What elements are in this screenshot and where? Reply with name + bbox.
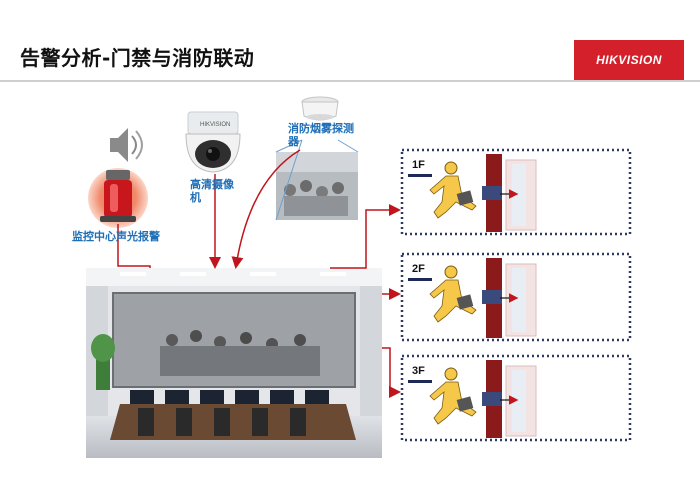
running-person-icon	[429, 367, 477, 425]
brand-logo: HIKVISION	[574, 40, 684, 80]
camera-label: 高清摄像机	[190, 178, 234, 204]
floor-2f-panel: 2F	[400, 252, 632, 342]
callout-line	[275, 139, 303, 153]
monitoring-center-photo	[86, 268, 382, 458]
callout-line	[337, 139, 359, 153]
smoke-detector-label: 消防烟雾探测器	[288, 122, 354, 148]
running-person-icon	[429, 161, 477, 219]
floor-3f-label: 3F	[412, 365, 425, 377]
header-divider	[0, 80, 700, 82]
brand-logo-text: HIKVISION	[596, 53, 662, 67]
floor-3f-link-arrow	[382, 347, 401, 398]
smoke-scene-photo	[276, 152, 358, 220]
smoke-link-arrow	[231, 149, 301, 269]
floor-3f-panel: 3F	[400, 354, 632, 442]
page-title: 告警分析-门禁与消防联动	[20, 46, 255, 70]
dome-camera-icon: HIKVISION	[185, 111, 241, 173]
floor-1f-link-arrow	[330, 204, 401, 269]
callout-line	[275, 139, 303, 221]
alarm-link-arrow	[117, 224, 151, 268]
speaker-icon	[110, 128, 143, 162]
strobe-alarm-icon	[88, 168, 148, 228]
svg-text:HIKVISION: HIKVISION	[200, 122, 230, 128]
floor-2f-label: 2F	[412, 263, 425, 275]
smoke-detector-icon	[301, 96, 339, 121]
floor-1f-panel: 1F	[400, 148, 632, 236]
floor-1f-label: 1F	[412, 159, 425, 171]
alarm-label: 监控中心声光报警	[72, 230, 160, 243]
running-person-icon	[429, 265, 477, 323]
